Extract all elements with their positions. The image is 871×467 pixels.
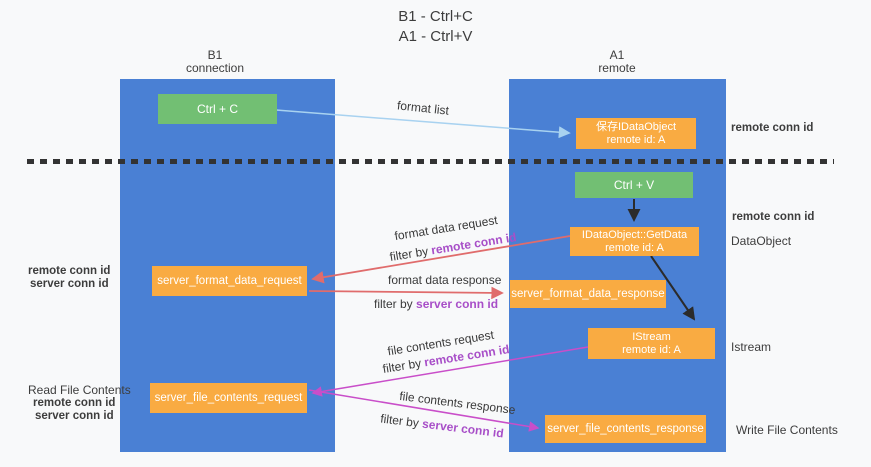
format-data-request-arrow bbox=[311, 235, 571, 284]
istream-line1: IStream bbox=[632, 330, 671, 343]
istream-line2: remote id: A bbox=[622, 343, 681, 356]
write-file-contents-label: Write File Contents bbox=[736, 423, 838, 437]
format-list-arrow bbox=[275, 109, 571, 139]
server-file-contents-response-label: server_file_contents_response bbox=[547, 423, 704, 435]
left-server-conn-id-label-2: server conn id bbox=[35, 410, 114, 422]
save-idataobject-line1: 保存IDataObject bbox=[595, 120, 677, 133]
read-file-contents-label: Read File Contents bbox=[28, 383, 131, 397]
clipboard-boundary-dashed-line bbox=[27, 159, 834, 164]
getdata-line1: IDataObject::GetData bbox=[581, 228, 688, 241]
file-contents-response-arrow bbox=[308, 389, 540, 432]
server-conn-id-text: server conn id bbox=[416, 297, 499, 311]
format-data-response-arrow bbox=[308, 286, 504, 300]
diagram-title: B1 - Ctrl+C A1 - Ctrl+V bbox=[0, 7, 871, 47]
left-server-conn-id-label-1: server conn id bbox=[30, 278, 109, 290]
left-column-header: B1 connection bbox=[155, 49, 275, 75]
left-column-role: connection bbox=[185, 61, 245, 75]
server-format-data-request-node: server_format_data_request bbox=[152, 266, 307, 296]
format-data-response-label: format data response bbox=[388, 273, 502, 287]
right-column-header: A1 remote bbox=[557, 49, 677, 75]
server-format-data-request-label: server_format_data_request bbox=[157, 275, 302, 287]
title-line-1: B1 - Ctrl+C bbox=[398, 8, 473, 25]
idataobject-getdata-node: IDataObject::GetData remote id: A bbox=[570, 227, 699, 256]
ctrl-c-node: Ctrl + C bbox=[158, 94, 277, 124]
dataobject-label: DataObject bbox=[731, 234, 792, 248]
istream-side-label: Istream bbox=[731, 340, 772, 354]
server-format-data-response-node: server_format_data_response bbox=[510, 280, 666, 308]
file-contents-request-arrow bbox=[311, 346, 589, 397]
server-file-contents-request-label: server_file_contents_request bbox=[154, 392, 303, 404]
left-column-name: B1 bbox=[207, 48, 223, 62]
save-idataobject-line2: remote id: A bbox=[606, 133, 666, 146]
right-remote-conn-id-label-2: remote conn id bbox=[732, 211, 815, 223]
save-idataobject-node: 保存IDataObject remote id: A bbox=[576, 118, 696, 149]
server-file-contents-request-node: server_file_contents_request bbox=[150, 383, 307, 413]
ctrl-v-node: Ctrl + V bbox=[575, 172, 693, 198]
left-remote-conn-id-label-1: remote conn id bbox=[28, 265, 111, 277]
ctrl-c-label: Ctrl + C bbox=[196, 102, 238, 116]
server-format-data-response-label: server_format_data_response bbox=[511, 288, 665, 300]
server-file-contents-response-node: server_file_contents_response bbox=[545, 415, 706, 443]
ctrl-v-label: Ctrl + V bbox=[613, 178, 655, 192]
left-remote-conn-id-label-2: remote conn id bbox=[33, 397, 116, 409]
filter-by-text: filter by bbox=[374, 297, 413, 311]
getdata-to-istream-arrow bbox=[650, 255, 696, 321]
getdata-line2: remote id: A bbox=[605, 241, 664, 254]
title-line-2: A1 - Ctrl+V bbox=[398, 28, 473, 45]
istream-node: IStream remote id: A bbox=[588, 328, 715, 359]
right-remote-conn-id-label-1: remote conn id bbox=[731, 122, 814, 134]
right-column-role: remote bbox=[598, 61, 636, 75]
format-data-response-filter-label: filter by server conn id bbox=[374, 297, 498, 311]
right-column-name: A1 bbox=[609, 48, 625, 62]
